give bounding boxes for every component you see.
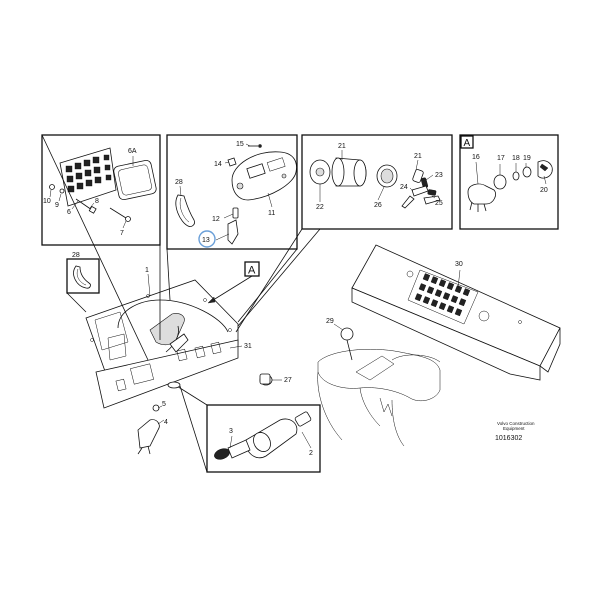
view-marker-box-top: [460, 135, 474, 149]
keypad-buttons: [65, 154, 112, 193]
view-arrow: [209, 275, 253, 303]
detail-box-display: 15 14 28 12 11 13: [166, 134, 298, 250]
view-marker-main: A: [248, 265, 256, 277]
callout-28-a: 28: [175, 179, 183, 186]
detail-box-keypad: 6A 10 9 6 8 7: [41, 134, 161, 246]
callout-26: 26: [374, 202, 382, 209]
detail-box-ignition: 21 21 22 26 23 24 25: [301, 134, 453, 230]
callout-4: 4: [164, 419, 168, 426]
detail-box-switch-assembly: 3 2: [206, 404, 321, 473]
callout-21-b: 21: [414, 153, 422, 160]
label-frame: [113, 159, 157, 201]
callout-20: 20: [540, 187, 548, 194]
callout-29: 29: [326, 318, 334, 325]
fastener-5: [152, 404, 160, 412]
caption-line2: Equipment: [503, 426, 525, 431]
callout-17: 17: [497, 155, 505, 162]
cable-tie: [175, 194, 195, 227]
switch-washer: [512, 171, 520, 181]
callout-31: 31: [244, 343, 252, 350]
callout-2: 2: [309, 450, 313, 457]
callout-12: 12: [212, 216, 220, 223]
console-side-panel: [351, 287, 541, 381]
display-screen: [246, 163, 266, 179]
callout-28-b: 28: [72, 252, 80, 259]
callout-27: 27: [284, 377, 292, 384]
callout-22: 22: [316, 204, 324, 211]
highlight-circle: [198, 230, 216, 248]
switch-grid: [407, 269, 479, 325]
switch-seal: [522, 166, 532, 178]
callout-25: 25: [435, 200, 443, 207]
callout-16: 16: [472, 154, 480, 161]
console-hole: [478, 310, 490, 322]
callout-10: 10: [43, 198, 51, 205]
callout-15: 15: [236, 141, 244, 148]
main-dash-panel: 1 31 27 5 4 A: [85, 261, 292, 455]
rotary-switch-body: [467, 183, 496, 205]
callout-7: 7: [120, 230, 124, 237]
caption-line1: Volvo Construction: [497, 421, 535, 426]
bolt: [109, 207, 127, 219]
callout-5: 5: [162, 401, 166, 408]
seat-base: [317, 348, 441, 401]
callout-8: 8: [95, 198, 99, 205]
switch-nut: [493, 174, 507, 190]
callout-11: 11: [268, 210, 275, 217]
cable-tie-small: [73, 265, 91, 289]
callout-30: 30: [455, 261, 463, 268]
callout-18: 18: [512, 155, 520, 162]
detail-box-view-a: A 16 17 18 19 20: [459, 134, 559, 230]
nut: [59, 188, 65, 194]
joystick-shaft: [346, 339, 353, 361]
callout-24: 24: [400, 184, 408, 191]
bracket-12: [232, 207, 239, 219]
detail-frame-cable-tie: [66, 258, 100, 294]
keys: [401, 169, 441, 209]
caption-block: Volvo Construction Equipment 1016302: [495, 421, 535, 442]
drawing-number: 1016302: [495, 435, 522, 442]
display-mount: [149, 313, 185, 346]
panel-cutout: [167, 381, 181, 389]
seat-joystick: 29: [317, 318, 441, 447]
right-console: 30: [351, 244, 561, 381]
callout-6a: 6A: [128, 148, 137, 155]
screw: [75, 198, 93, 211]
display-housing: [231, 151, 297, 201]
detail-box-cable-tie: 28: [66, 252, 100, 294]
dash-front-plate: [95, 339, 239, 409]
callout-13: 13: [202, 237, 210, 244]
view-marker-top: A: [464, 138, 471, 149]
nut-clip: [227, 157, 237, 167]
washer: [49, 184, 55, 190]
callout-6: 6: [67, 209, 71, 216]
switch-4: [137, 419, 160, 449]
connector-lines: [41, 134, 321, 473]
callout-23: 23: [435, 172, 443, 179]
callout-1: 1: [145, 267, 149, 274]
callout-9: 9: [55, 202, 59, 209]
clip-13: [227, 219, 239, 245]
callout-14: 14: [214, 161, 222, 168]
callout-3: 3: [229, 428, 233, 435]
detail-frame-view-a: [459, 134, 559, 230]
callout-21-a: 21: [338, 143, 346, 150]
callout-19: 19: [523, 155, 531, 162]
